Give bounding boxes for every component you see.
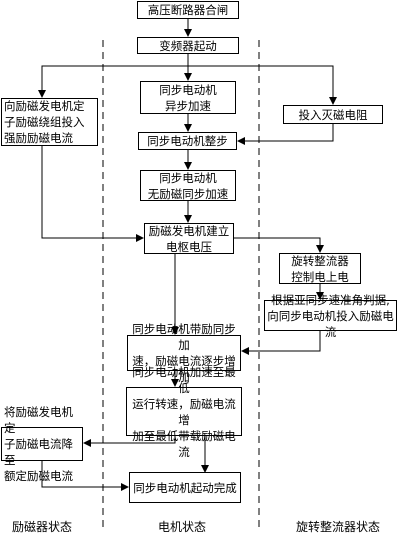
connector-minspeed-reduce — [83, 436, 176, 447]
connector-voltage-rect — [234, 237, 324, 253]
node-forced-excitation: 向励磁发电机定 子励磁绕组投入 强励励磁电流 — [1, 98, 98, 146]
node-motor-start-complete: 同步电动机起动完成 — [129, 472, 241, 503]
node-slip-angle-criterion: 根据亚同步速准角判据, 向同步电动机投入励磁电流 — [264, 293, 397, 339]
node-min-running-speed: 同步电动机加速至最低 运行转速，励磁电流增 加至最低带载励磁电流 — [126, 365, 242, 459]
node-exciter-armature-voltage: 励磁发电机建立 电枢电压 — [144, 223, 234, 254]
node-sync-whole-step: 同步电动机整步 — [138, 132, 237, 150]
lane-label-motor: 电机状态 — [158, 520, 207, 534]
node-discharge-resistor: 投入灭磁电阻 — [283, 105, 383, 124]
node-vfd-start: 变频器起动 — [137, 37, 239, 54]
node-reduce-excitation-current: 将励磁发电机定 子励磁电流降至 额定励磁电流 — [1, 405, 83, 483]
connector-forced-voltage — [41, 146, 144, 242]
node-no-excitation-sync: 同步电动机 无励磁同步加速 — [140, 170, 236, 201]
connector-vfd-discharge — [188, 65, 337, 105]
connector-slip-exciteaccel — [241, 331, 321, 355]
connector-vfd-forced — [38, 65, 188, 98]
node-rectifier-power-on: 旋转整流器 控制电上电 — [279, 253, 361, 284]
lane-label-exciter: 励磁器状态 — [12, 520, 73, 534]
node-hv-breaker-close: 高压断路器合闸 — [137, 1, 239, 19]
connector-reduce-done — [41, 461, 129, 491]
node-async-accel: 同步电动机 异步加速 — [140, 81, 236, 114]
connector-discharge-wholestep — [237, 124, 334, 145]
lane-label-rectifier: 旋转整流器状态 — [296, 520, 381, 534]
